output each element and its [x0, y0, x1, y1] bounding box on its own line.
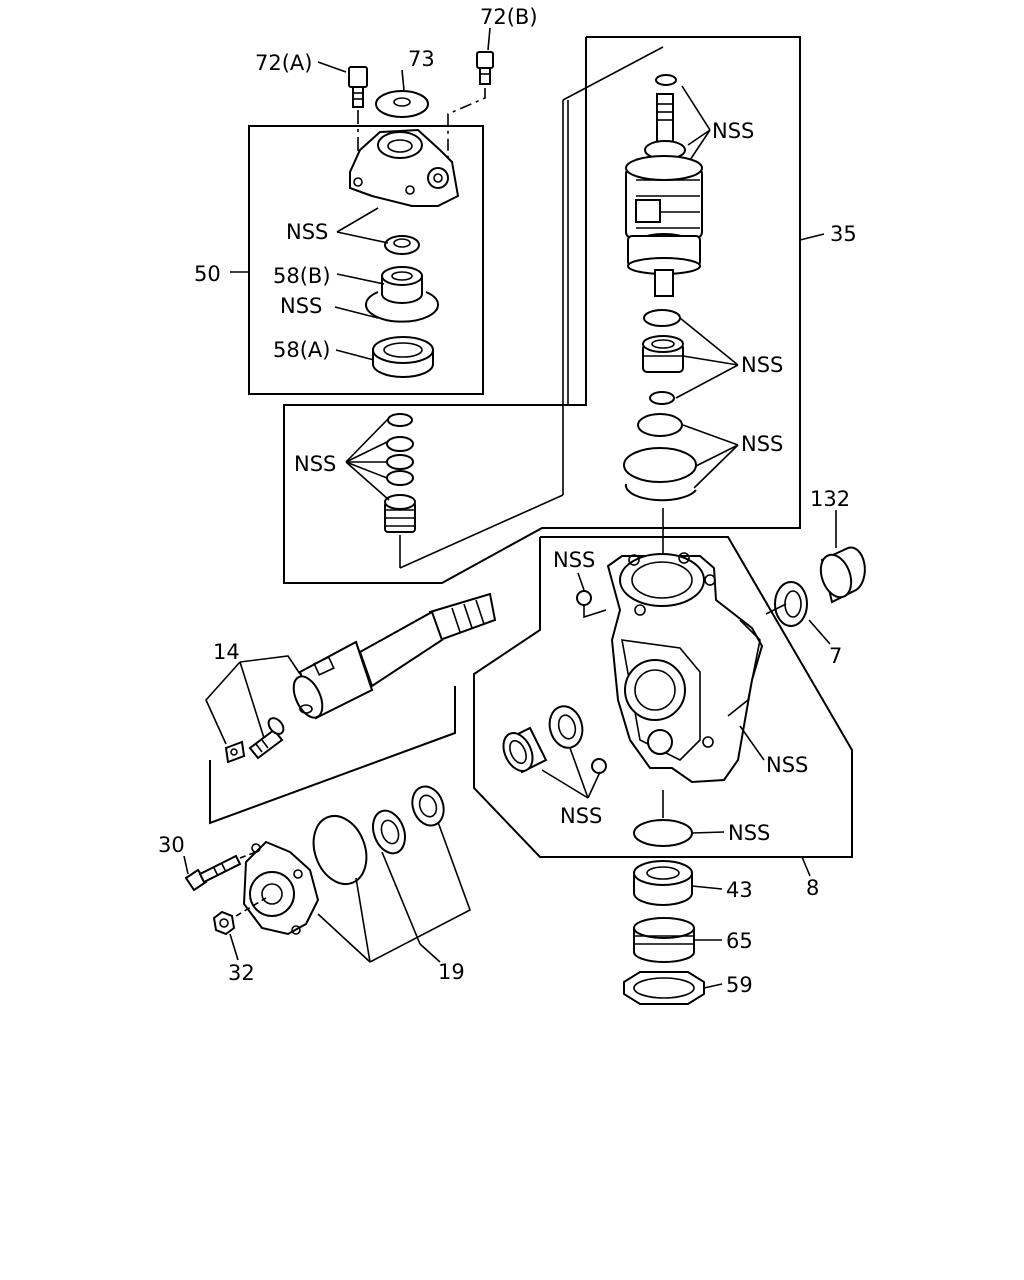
snap-ring-35[interactable]: [624, 483, 697, 502]
label-43: 43: [726, 878, 753, 902]
o-ring-top[interactable]: [655, 74, 677, 86]
label-8: 8: [806, 876, 819, 900]
bearing-58b[interactable]: [381, 266, 423, 304]
o-ring-stack-2[interactable]: [386, 436, 414, 452]
label-nss-stack: NSS: [294, 452, 336, 476]
label-14: 14: [213, 640, 240, 664]
label-73: 73: [408, 47, 435, 71]
group-8-box: [473, 536, 853, 858]
label-72b: 72(B): [480, 5, 538, 29]
group-35-box: [283, 36, 801, 584]
label-nss-bottom: NSS: [728, 821, 770, 845]
gear-housing[interactable]: [606, 552, 764, 784]
label-72a: 72(A): [255, 51, 312, 75]
label-65: 65: [726, 929, 753, 953]
seal-small[interactable]: [384, 235, 420, 255]
o-ring-3[interactable]: [637, 413, 683, 437]
bolt-72a[interactable]: [348, 66, 368, 108]
bolt-30[interactable]: [184, 854, 242, 892]
o-ring-stack-3[interactable]: [386, 454, 414, 470]
washer-73[interactable]: [375, 90, 429, 118]
seal-ring-stack[interactable]: [642, 335, 684, 373]
label-nss-seals-low: NSS: [560, 804, 602, 828]
label-132: 132: [810, 487, 850, 511]
label-nss-snapring: NSS: [280, 294, 322, 318]
lock-nut-59[interactable]: [623, 971, 705, 1005]
adjusting-screw[interactable]: [248, 715, 286, 760]
label-19: 19: [438, 960, 465, 984]
label-35: 35: [830, 222, 857, 246]
label-7: 7: [829, 644, 842, 668]
sector-shaft[interactable]: [288, 592, 497, 722]
group-19-box: [209, 686, 456, 825]
cover-gasket[interactable]: [305, 809, 376, 892]
cover-bearing[interactable]: [407, 782, 449, 830]
nut-32[interactable]: [212, 910, 236, 936]
label-58b: 58(B): [273, 264, 331, 288]
cover-seal[interactable]: [367, 806, 410, 858]
bolt-72b[interactable]: [476, 51, 494, 85]
needle-bearing[interactable]: [498, 726, 548, 776]
o-ring-stack-4[interactable]: [386, 470, 414, 486]
adjuster-plug-65[interactable]: [633, 917, 695, 963]
label-nss-seals: NSS: [741, 353, 783, 377]
rotary-valve-shaft[interactable]: [625, 93, 703, 297]
group-50-box: [248, 125, 484, 395]
bearing-43[interactable]: [633, 860, 693, 906]
label-59: 59: [726, 973, 753, 997]
snap-ring[interactable]: [365, 291, 439, 323]
bearing-58a[interactable]: [372, 336, 434, 378]
bushing-132[interactable]: [815, 546, 866, 604]
spool-stack[interactable]: [384, 494, 416, 533]
o-ring-4[interactable]: [623, 447, 697, 483]
shim-plate[interactable]: [224, 740, 246, 764]
o-ring-sec[interactable]: [576, 590, 592, 606]
side-cover[interactable]: [242, 840, 320, 936]
label-nss-rings: NSS: [741, 432, 783, 456]
o-ring-2[interactable]: [649, 391, 675, 405]
o-ring-bottom[interactable]: [633, 819, 693, 847]
ball-plug[interactable]: [591, 758, 607, 774]
label-nss-housing: NSS: [286, 220, 328, 244]
label-nss-shaft: NSS: [712, 119, 754, 143]
oil-seal-large[interactable]: [545, 703, 587, 752]
label-32: 32: [228, 961, 255, 985]
label-50: 50: [194, 262, 221, 286]
label-nss-housing-right: NSS: [766, 753, 808, 777]
o-ring-1[interactable]: [643, 309, 681, 327]
valve-housing[interactable]: [349, 128, 460, 207]
o-ring-stack-1[interactable]: [387, 413, 413, 427]
label-nss-oring: NSS: [553, 548, 595, 572]
label-58a: 58(A): [273, 338, 330, 362]
oil-seal-7[interactable]: [774, 581, 808, 627]
label-30: 30: [158, 833, 185, 857]
